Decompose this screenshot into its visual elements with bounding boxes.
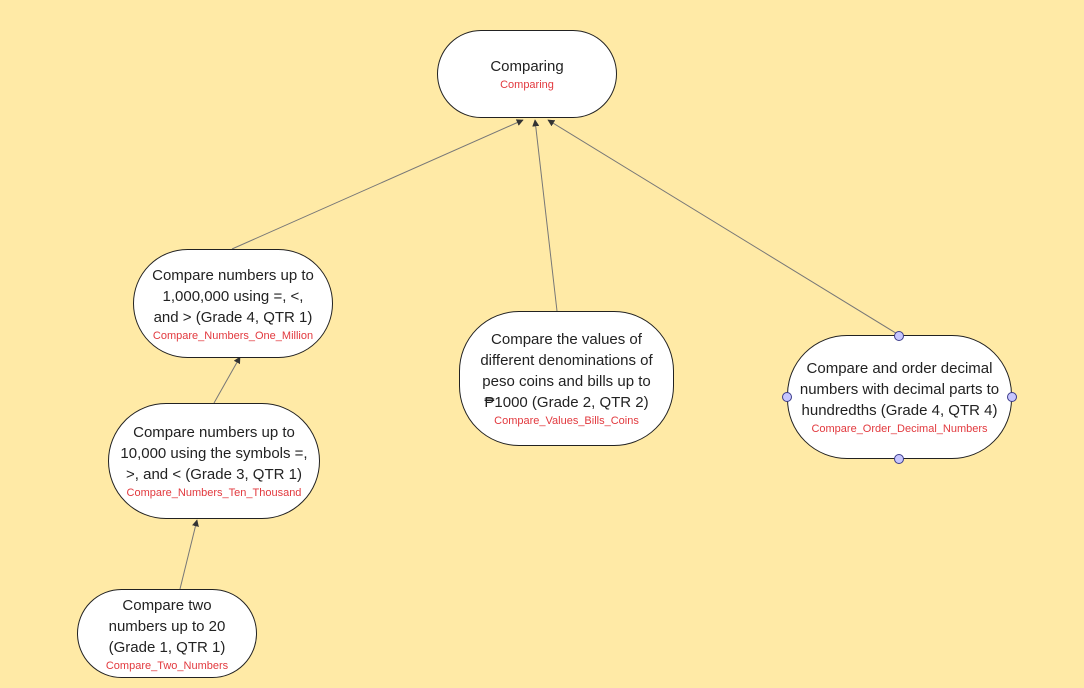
node-title: Compare numbers up to 1,000,000 using =,… [152, 266, 314, 326]
node-compare-values-bills-coins[interactable]: Compare the values of different denomina… [459, 311, 674, 446]
node-id-label: Compare_Order_Decimal_Numbers [811, 423, 988, 435]
node-compare-numbers-ten-thousand[interactable]: Compare numbers up to 10,000 using the s… [108, 403, 320, 519]
edge-one-million-to-comparing[interactable] [231, 119, 524, 250]
node-compare-numbers-one-million[interactable]: Compare numbers up to 1,000,000 using =,… [133, 249, 333, 358]
node-title: Compare and order decimal numbers with d… [799, 360, 1000, 419]
node-compare-order-decimal-numbers[interactable]: Compare and order decimal numbers with d… [787, 335, 1012, 459]
connection-handle-top[interactable] [894, 331, 904, 341]
node-id-label: Compare_Numbers_Ten_Thousand [126, 487, 302, 499]
edge-decimal-to-comparing[interactable] [547, 119, 900, 336]
node-compare-two-numbers[interactable]: Compare two numbers up to 20 (Grade 1, Q… [77, 589, 257, 678]
node-title: Comparing [490, 58, 564, 75]
node-title: Compare numbers up to 10,000 using the s… [120, 424, 308, 483]
node-id-label: Compare_Numbers_One_Million [152, 329, 314, 342]
connection-handle-bottom[interactable] [894, 454, 904, 464]
node-id-label: Compare_Values_Bills_Coins [494, 415, 639, 427]
node-id-label: Compare_Two_Numbers [105, 659, 229, 672]
connection-handle-right[interactable] [1007, 392, 1017, 402]
edge-bills-coins-to-comparing[interactable] [532, 119, 558, 312]
edge-two-numbers-to-ten-thousand[interactable] [179, 519, 199, 590]
node-id-label: Comparing [500, 79, 554, 91]
node-title: Compare two numbers up to 20 (Grade 1, Q… [108, 596, 226, 656]
connection-handle-left[interactable] [782, 392, 792, 402]
edge-ten-thousand-to-one-million[interactable] [213, 356, 241, 404]
node-title: Compare the values of different denomina… [480, 331, 653, 411]
node-comparing[interactable]: Comparing Comparing [437, 30, 617, 118]
